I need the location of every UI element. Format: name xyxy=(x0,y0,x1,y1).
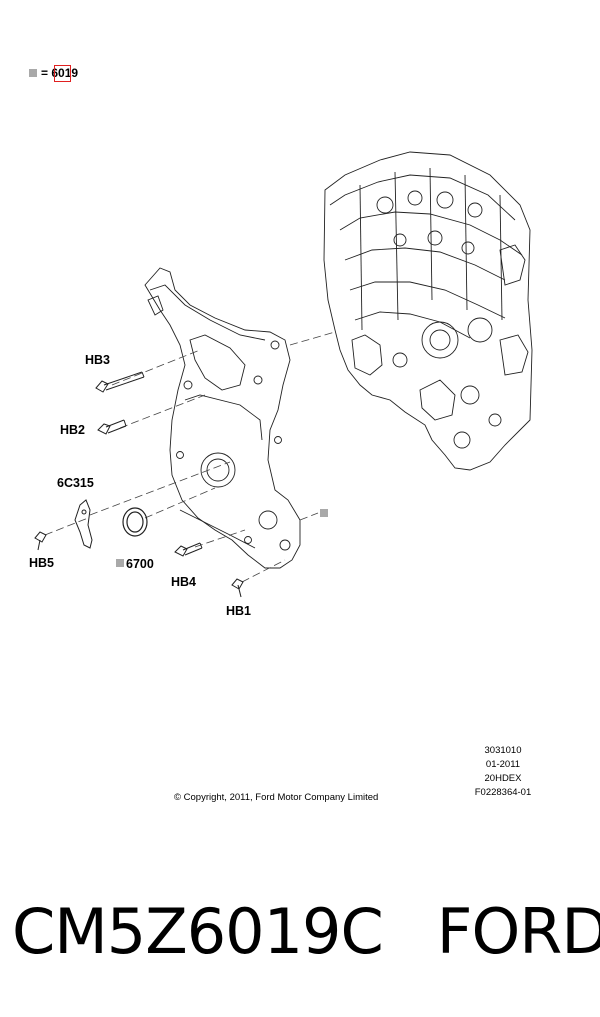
timing-cover xyxy=(144,267,301,569)
seal-6700 xyxy=(122,507,148,537)
meta-line: 3031010 xyxy=(484,745,522,756)
label-hb3: HB3 xyxy=(85,353,110,367)
bolt-hb1 xyxy=(231,578,244,598)
marker-square xyxy=(116,559,124,567)
meta-line: 20HDEX xyxy=(484,773,522,784)
legend-text: = 6019 xyxy=(41,66,79,80)
label-6c315: 6C315 xyxy=(57,476,94,490)
label-6700: 6700 xyxy=(126,557,154,571)
label-hb4: HB4 xyxy=(171,575,196,589)
marker-square xyxy=(320,509,328,517)
footer-caption: CM5Z6019C FORD xyxy=(12,895,600,968)
brand-name: FORD xyxy=(436,895,600,968)
bracket-6c315 xyxy=(74,499,93,549)
meta-line: 01-2011 xyxy=(485,759,521,770)
bolt-hb2 xyxy=(97,419,127,435)
legend-text-wrap: = 6019 xyxy=(41,65,79,82)
bolt-hb3 xyxy=(95,371,145,393)
engine-block xyxy=(323,151,533,471)
legend-swatch xyxy=(29,69,37,77)
bolt-hb4 xyxy=(174,542,203,557)
highlight-box xyxy=(54,65,71,82)
assembly-lines xyxy=(44,331,336,583)
legend: = 6019 xyxy=(29,65,79,82)
label-hb5: HB5 xyxy=(29,556,54,570)
copyright-notice: © Copyright, 2011, Ford Motor Company Li… xyxy=(174,792,379,803)
label-hb2: HB2 xyxy=(60,423,85,437)
drawing-meta: 3031010 01-2011 20HDEX F0228364-01 xyxy=(470,744,536,800)
label-hb1: HB1 xyxy=(226,604,251,618)
part-number: CM5Z6019C xyxy=(12,895,384,968)
bolt-hb5 xyxy=(34,531,47,551)
meta-line: F0228364-01 xyxy=(474,787,532,798)
